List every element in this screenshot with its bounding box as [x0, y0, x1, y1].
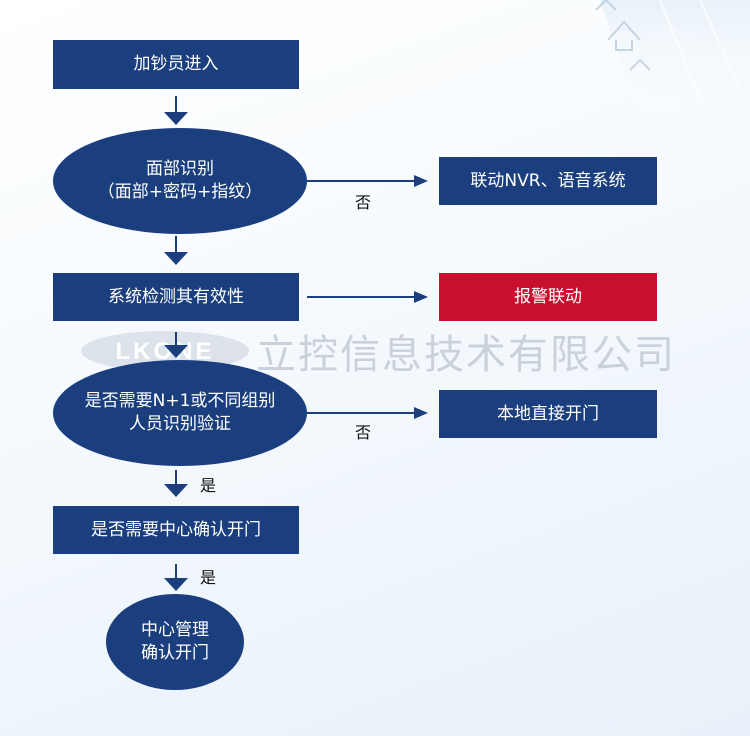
arrow-down-5	[164, 564, 188, 591]
node-system-check: 系统检测其有效性	[53, 273, 299, 321]
edge-label-yes-1: 是	[200, 476, 217, 495]
node-center-confirm-question: 是否需要中心确认开门	[53, 506, 299, 554]
node-face-recognition: 面部识别 （面部+密码+指纹）	[53, 128, 307, 234]
arrow-right-3	[307, 407, 428, 419]
node-n-plus-one-check: 是否需要N+1或不同组别 人员识别验证	[53, 360, 307, 466]
node-cashier-enter: 加钞员进入	[53, 40, 299, 89]
edge-label-yes-2: 是	[200, 568, 217, 587]
node-alarm: 报警联动	[439, 273, 657, 321]
arrow-right-1	[307, 175, 428, 187]
arrow-down-1	[164, 96, 188, 125]
arrow-down-4	[164, 470, 188, 497]
edge-label-no-1: 否	[355, 193, 372, 212]
arrow-right-2	[307, 291, 428, 303]
edge-label-no-2: 否	[355, 423, 372, 442]
arrow-down-3	[164, 332, 188, 358]
node-local-open: 本地直接开门	[439, 390, 657, 438]
node-nvr-voice: 联动NVR、语音系统	[439, 157, 657, 205]
arrow-down-2	[164, 236, 188, 265]
company-watermark: 立控信息技术有限公司	[256, 332, 676, 378]
node-center-manage: 中心管理 确认开门	[106, 594, 244, 690]
